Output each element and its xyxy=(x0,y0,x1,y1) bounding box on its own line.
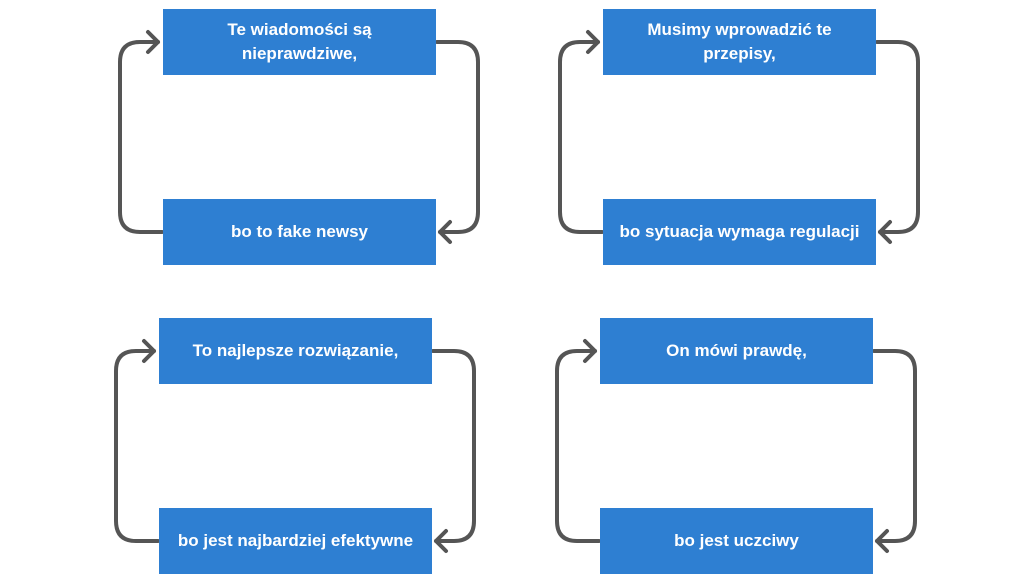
loop-4-reason-text: bo jest uczciwy xyxy=(674,531,799,550)
loop-4-statement-box: On mówi prawdę, xyxy=(600,318,873,384)
loop-3-arrowhead-up xyxy=(142,339,156,363)
loop-2-arrow-down xyxy=(875,40,920,234)
loop-1-arrow-down xyxy=(435,40,480,234)
loop-2-arrowhead-down xyxy=(878,220,892,244)
loop-1-arrowhead-down xyxy=(438,220,452,244)
loop-4-statement-text: On mówi prawdę, xyxy=(666,341,807,360)
loop-4-arrow-down xyxy=(872,349,917,543)
loop-1-statement-box: Te wiadomości są nieprawdziwe, xyxy=(163,9,436,75)
loop-2-statement-text: Musimy wprowadzić te przepisy, xyxy=(647,20,832,63)
loop-3-arrowhead-down xyxy=(434,529,448,553)
loop-3-arrow-up xyxy=(114,349,160,543)
loop-1-reason-text: bo to fake newsy xyxy=(231,222,368,241)
loop-4-arrowhead-up xyxy=(583,339,597,363)
loop-2-arrow-up xyxy=(558,40,604,234)
loop-3-reason-box: bo jest najbardziej efektywne xyxy=(159,508,432,574)
loop-1-arrowhead-up xyxy=(146,30,160,54)
loop-2-reason-box: bo sytuacja wymaga regulacji xyxy=(603,199,876,265)
loop-2-arrows xyxy=(558,30,920,244)
loop-1-arrows xyxy=(118,30,480,244)
loop-4-arrow-up xyxy=(555,349,601,543)
loop-3-arrows xyxy=(114,339,476,553)
loop-4-arrows xyxy=(555,339,917,553)
loop-3-reason-text: bo jest najbardziej efektywne xyxy=(177,531,414,550)
loop-4-reason-box: bo jest uczciwy xyxy=(600,508,873,574)
loop-1-reason-box: bo to fake newsy xyxy=(163,199,436,265)
loop-3-arrow-down xyxy=(431,349,476,543)
loop-2-arrowhead-up xyxy=(586,30,600,54)
loop-1-statement-text: Te wiadomości są nieprawdziwe, xyxy=(227,20,372,63)
loop-2-statement-box: Musimy wprowadzić te przepisy, xyxy=(603,9,876,75)
loop-3-statement-text: To najlepsze rozwiązanie, xyxy=(192,341,399,360)
loop-1-arrow-up xyxy=(118,40,164,234)
loop-2-reason-text: bo sytuacja wymaga regulacji xyxy=(619,222,860,241)
loop-3-statement-box: To najlepsze rozwiązanie, xyxy=(159,318,432,384)
loop-4-arrowhead-down xyxy=(875,529,889,553)
